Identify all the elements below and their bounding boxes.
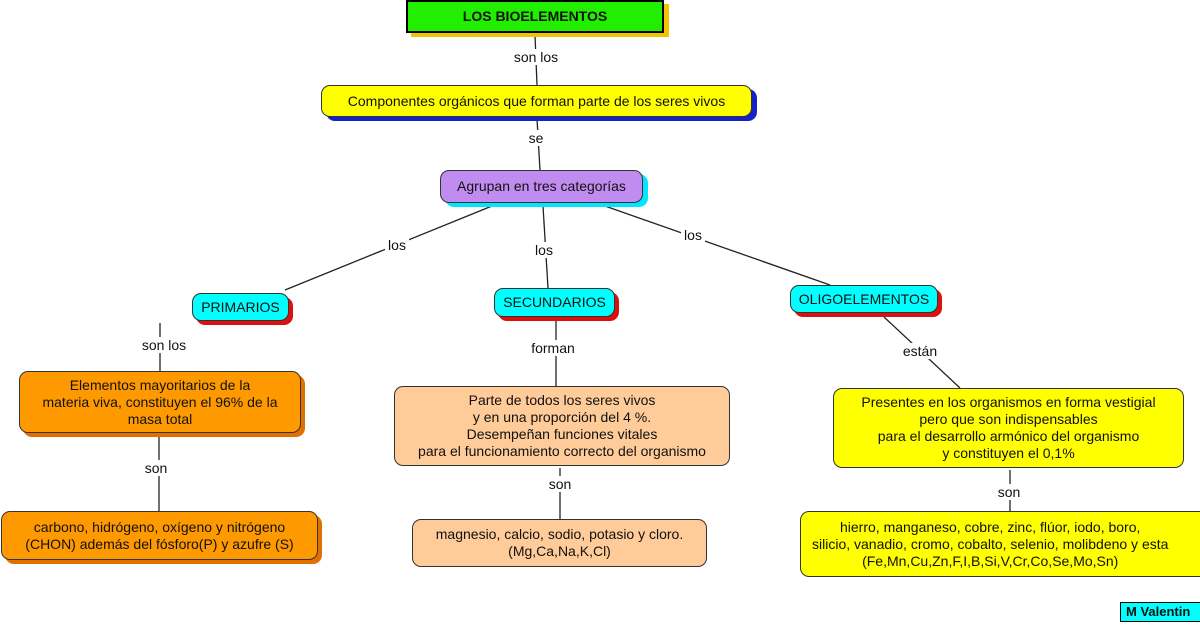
- categories-node: Agrupan en tres categorías: [440, 170, 643, 203]
- oligoelementos-node: OLIGOELEMENTOS: [790, 285, 938, 313]
- link-label-title-def: son los: [510, 49, 562, 65]
- link-label-prim-desc: son los: [138, 337, 190, 353]
- link-label-groups-sec: los: [532, 242, 556, 258]
- link-label-oligo-desc: están: [899, 343, 941, 359]
- link-label-oligo-list: son: [994, 484, 1024, 500]
- secundarios-node: SECUNDARIOS: [494, 288, 615, 317]
- primarios-node: PRIMARIOS: [192, 293, 289, 321]
- definition-node: Componentes orgánicos que forman parte d…: [321, 85, 752, 117]
- secundarios-description: Parte de todos los seres vivos y en una …: [394, 386, 730, 466]
- author-label: M Valentin: [1120, 602, 1200, 622]
- link-label-prim-list: son: [141, 460, 171, 476]
- link-label-groups-prim: los: [385, 237, 409, 253]
- link-label-sec-desc: forman: [528, 340, 578, 356]
- oligoelementos-description: Presentes en los organismos en forma ves…: [833, 388, 1184, 468]
- edge-groups-oligo: [604, 205, 831, 286]
- link-label-sec-list: son: [545, 476, 575, 492]
- primarios-element-list: carbono, hidrógeno, oxígeno y nitrógeno …: [1, 511, 318, 560]
- secundarios-element-list: magnesio, calcio, sodio, potasio y cloro…: [412, 519, 707, 567]
- title-node: LOS BIOELEMENTOS: [406, 0, 664, 33]
- primarios-description: Elementos mayoritarios de la materia viv…: [19, 371, 301, 433]
- oligoelementos-element-list: hierro, manganeso, cobre, zinc, flúor, i…: [800, 511, 1200, 577]
- link-label-groups-oligo: los: [681, 227, 705, 243]
- link-label-def-groups: se: [525, 130, 547, 146]
